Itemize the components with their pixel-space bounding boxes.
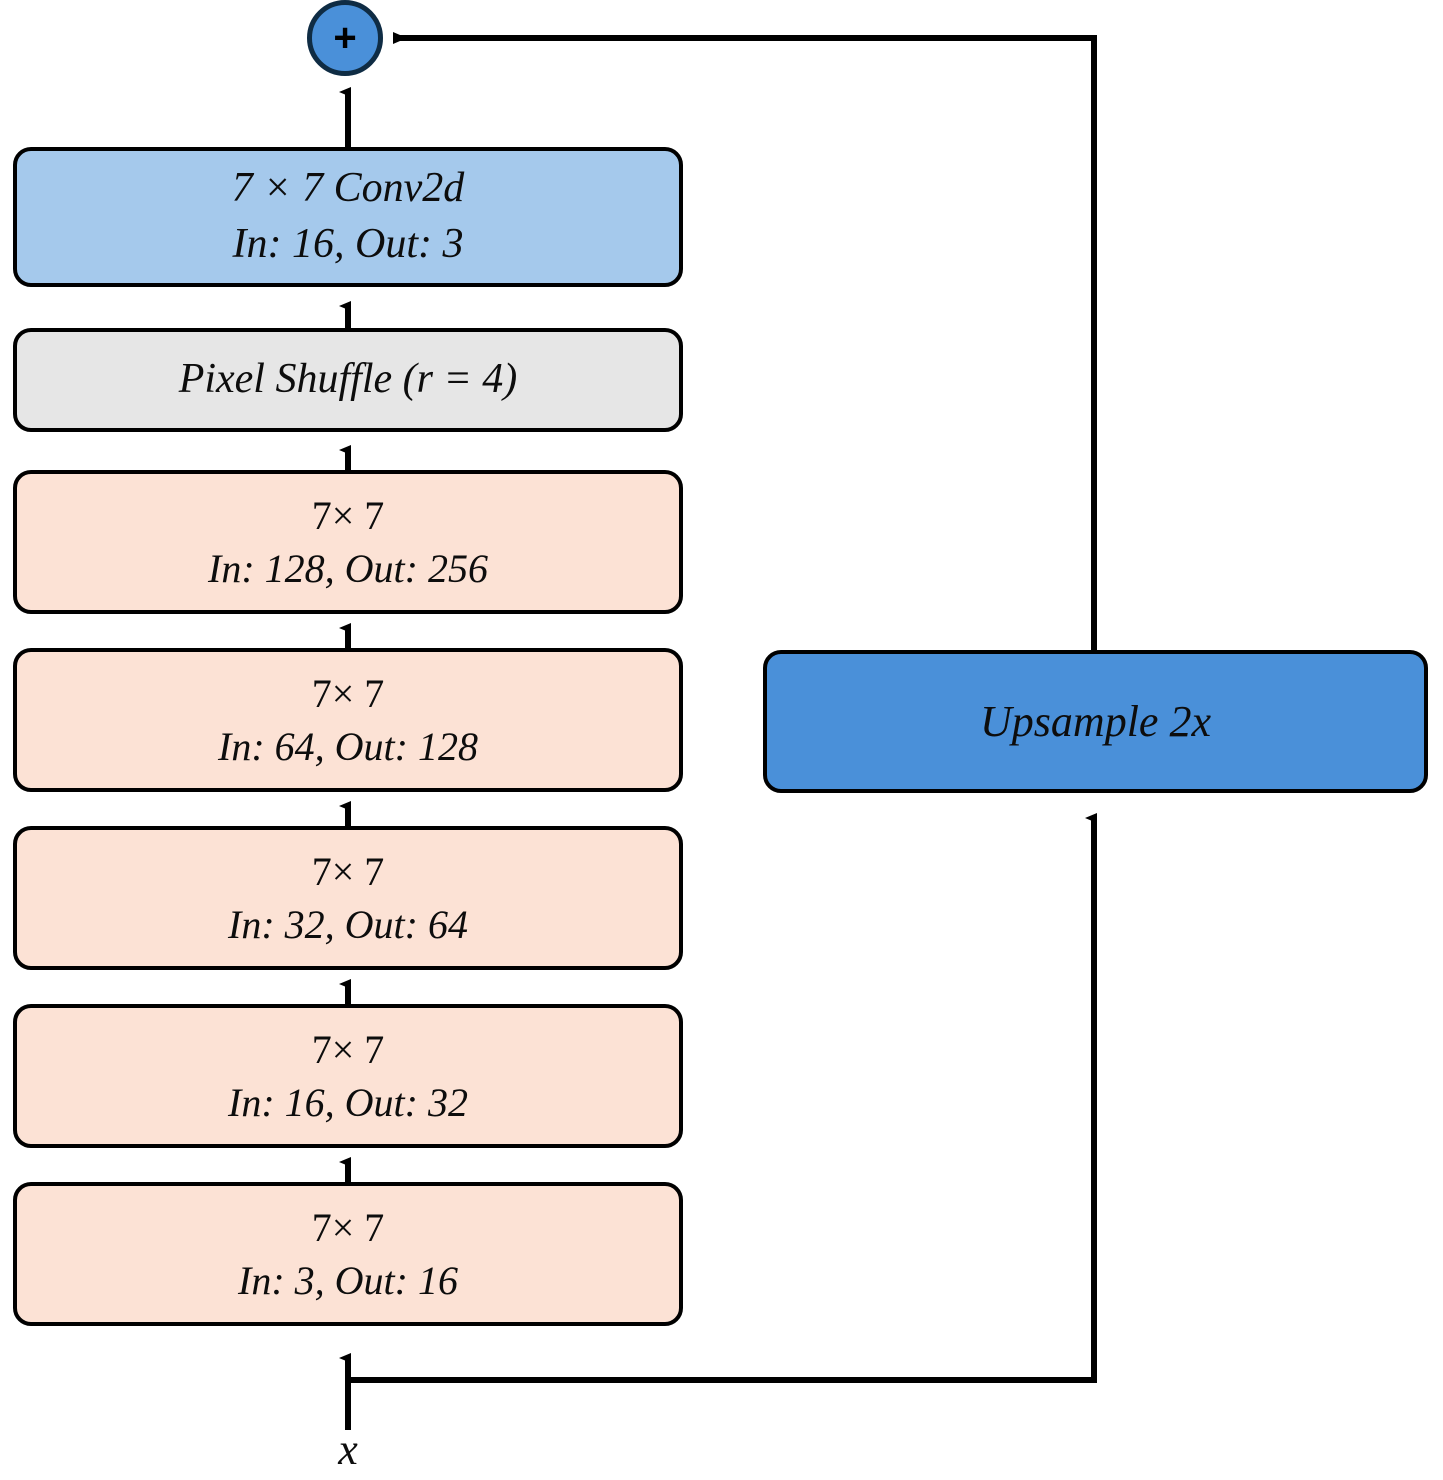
input-label-x: x <box>338 1425 358 1474</box>
block-title: 7× 7 <box>311 492 385 538</box>
residual-add-node[interactable]: + <box>307 0 383 76</box>
block-conv-in16-out32[interactable]: 7× 7 In: 16, Out: 32 <box>13 1004 683 1148</box>
block-conv-in64-out128[interactable]: 7× 7 In: 64, Out: 128 <box>13 648 683 792</box>
block-title: 7× 7 <box>311 670 385 716</box>
wire-skip-tap-to-upsample <box>348 813 1097 1383</box>
block-conv-in3-out16[interactable]: 7× 7 In: 3, Out: 16 <box>13 1182 683 1326</box>
block-channels: In: 16, Out: 3 <box>232 221 464 267</box>
block-title: 7× 7 <box>311 1204 385 1250</box>
block-title: Pixel Shuffle (r = 4) <box>178 356 518 403</box>
block-channels: In: 3, Out: 16 <box>238 1258 458 1303</box>
block-title: 7× 7 <box>311 1026 385 1072</box>
block-channels: In: 16, Out: 32 <box>228 1080 468 1125</box>
block-conv-in32-out64[interactable]: 7× 7 In: 32, Out: 64 <box>13 826 683 970</box>
block-channels: In: 64, Out: 128 <box>218 724 478 769</box>
plus-icon: + <box>333 16 357 60</box>
block-title: 7× 7 <box>311 848 385 894</box>
block-title: Upsample 2x <box>980 696 1211 746</box>
block-channels: In: 32, Out: 64 <box>228 902 468 947</box>
block-upsample-2x[interactable]: Upsample 2x <box>763 650 1428 793</box>
block-conv2d-head[interactable]: 7 × 7 Conv2d In: 16, Out: 3 <box>13 147 683 287</box>
wire-upsample-to-sum <box>393 32 1097 650</box>
block-conv-in128-out256[interactable]: 7× 7 In: 128, Out: 256 <box>13 470 683 614</box>
block-pixel-shuffle[interactable]: Pixel Shuffle (r = 4) <box>13 328 683 432</box>
block-title: 7 × 7 Conv2d <box>231 165 465 212</box>
block-channels: In: 128, Out: 256 <box>208 546 488 591</box>
